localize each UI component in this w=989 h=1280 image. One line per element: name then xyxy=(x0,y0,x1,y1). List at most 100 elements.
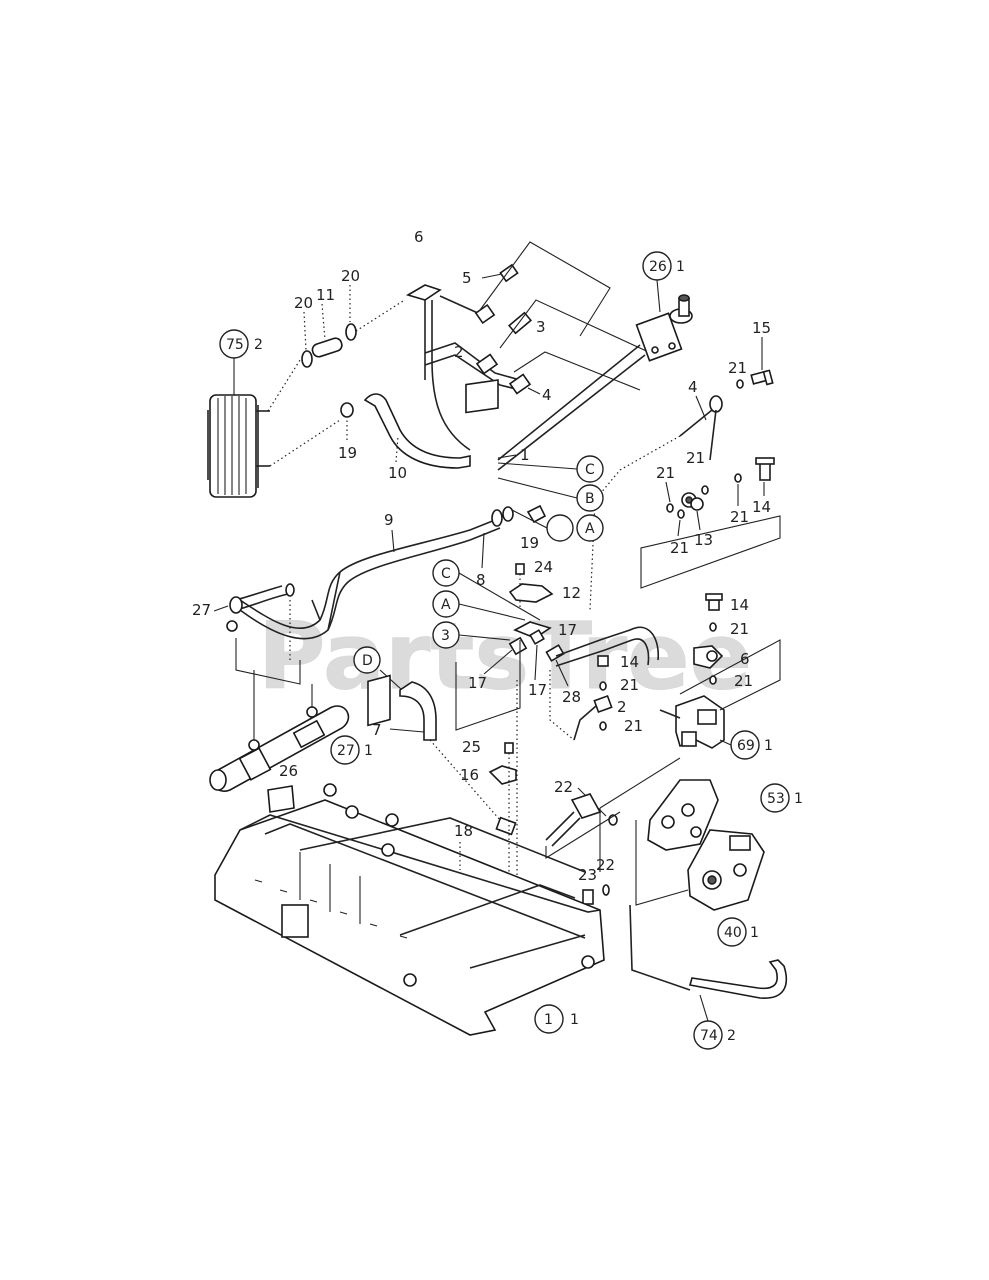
svg-text:D: D xyxy=(362,653,373,669)
label-28: 28 xyxy=(562,688,581,706)
frame-part[interactable] xyxy=(214,674,605,1036)
hose-11-part[interactable] xyxy=(267,300,404,412)
pipe-4-part[interactable] xyxy=(679,395,723,461)
connector-c-top[interactable]: C xyxy=(576,455,604,483)
label-13: 13 xyxy=(694,531,713,549)
label-14c: 14 xyxy=(620,653,639,671)
plate-26-part[interactable] xyxy=(267,785,295,813)
callout-27-1[interactable]: 27 1 xyxy=(330,735,373,765)
label-19a: 19 xyxy=(338,444,357,462)
callout-53-1-number: 53 xyxy=(767,791,785,807)
callout-1-1-number: 1 xyxy=(544,1012,553,1028)
fitting-13-part[interactable] xyxy=(666,485,709,519)
callout-74-2-number: 74 xyxy=(700,1028,718,1044)
callout-69-1-number: 69 xyxy=(737,738,755,754)
callout-40-1[interactable]: 40 1 xyxy=(717,917,759,947)
hose-74-2-part[interactable] xyxy=(629,904,788,999)
label-14a: 14 xyxy=(752,498,771,516)
clamp-12-part[interactable] xyxy=(508,583,554,603)
label-23: 23 xyxy=(578,866,597,884)
connector-3-mid[interactable]: 3 xyxy=(432,621,460,649)
clamp-16-part[interactable] xyxy=(488,765,517,785)
hose-17-part[interactable] xyxy=(508,621,565,662)
washer-21e-part[interactable] xyxy=(734,473,742,483)
fitting-hose-part[interactable] xyxy=(545,793,602,847)
connector-c-mid[interactable]: C xyxy=(432,559,460,587)
label-8: 8 xyxy=(476,571,486,589)
hose-10-part[interactable] xyxy=(269,393,471,469)
label-4-top: 4 xyxy=(542,386,552,404)
label-21a: 21 xyxy=(728,359,747,377)
hose-27-part[interactable] xyxy=(226,583,295,632)
connector-a-mid[interactable]: A xyxy=(432,590,460,618)
washer-21g-part[interactable] xyxy=(599,681,607,691)
callout-1-1[interactable]: 1 1 xyxy=(534,1004,579,1034)
label-27: 27 xyxy=(192,601,211,619)
svg-text:A: A xyxy=(585,521,595,537)
pump-53-1-part[interactable] xyxy=(647,779,719,851)
callout-27-1-number: 27 xyxy=(337,743,355,759)
washer-22b-part[interactable] xyxy=(602,884,610,896)
label-21c: 21 xyxy=(656,464,675,482)
label-4-right: 4 xyxy=(688,378,698,396)
pipe-9-part[interactable] xyxy=(239,506,514,640)
label-26: 26 xyxy=(279,762,298,780)
label-17c: 17 xyxy=(528,681,547,699)
label-21d: 21 xyxy=(670,539,689,557)
valve-26-1-part[interactable] xyxy=(635,294,693,362)
connector-a-top[interactable]: A xyxy=(546,514,604,542)
cylinder-27-1-part[interactable] xyxy=(209,705,350,792)
oil-cooler-part[interactable] xyxy=(207,394,270,498)
label-25: 25 xyxy=(462,738,481,756)
connector-b-top[interactable]: B xyxy=(576,484,604,512)
label-10: 10 xyxy=(388,464,407,482)
label-18: 18 xyxy=(454,822,473,840)
bolt-23-part[interactable] xyxy=(582,889,594,905)
fitting-3-part[interactable] xyxy=(507,311,533,335)
fitting-4-part[interactable] xyxy=(508,373,532,395)
connector-d[interactable]: D xyxy=(353,646,381,674)
fitting-group-outline xyxy=(640,515,781,589)
fitting-2r-part[interactable] xyxy=(593,694,613,714)
label-22a: 22 xyxy=(554,778,573,796)
callout-75-2-number: 75 xyxy=(226,337,244,353)
label-19b: 19 xyxy=(520,534,539,552)
svg-text:C: C xyxy=(441,566,451,582)
fitting-5-part[interactable] xyxy=(474,263,519,325)
label-2-right: 2 xyxy=(617,698,627,716)
label-7: 7 xyxy=(372,721,382,739)
callout-26-1[interactable]: 26 1 xyxy=(642,251,685,313)
fitting-2-part[interactable] xyxy=(475,353,499,375)
washer-21i-part[interactable] xyxy=(599,721,607,731)
pipe-assembly-6-part[interactable] xyxy=(406,284,646,471)
callout-40-1-number: 40 xyxy=(724,925,742,941)
callout-74-2[interactable]: 74 2 xyxy=(693,994,736,1050)
washer-21f-part[interactable] xyxy=(709,622,717,632)
fitting-6r-part[interactable] xyxy=(693,645,724,669)
control-valve-69-1-part[interactable] xyxy=(659,695,725,749)
label-2-top: 2 xyxy=(454,343,464,361)
label-5: 5 xyxy=(462,269,472,287)
label-20a: 20 xyxy=(294,294,313,312)
callout-53-1-suffix: 1 xyxy=(794,791,803,807)
label-6-top: 6 xyxy=(414,228,424,246)
bolt-14b-part[interactable] xyxy=(705,593,723,611)
callout-26-1-number: 26 xyxy=(649,259,667,275)
label-20b: 20 xyxy=(341,267,360,285)
bolt-14a-part[interactable] xyxy=(755,457,775,481)
label-17b: 17 xyxy=(468,674,487,692)
clamp-19b-part[interactable] xyxy=(526,504,547,524)
callout-53-1[interactable]: 53 1 xyxy=(760,783,803,813)
hose-7-part[interactable] xyxy=(399,681,517,836)
bolt-14c-part[interactable] xyxy=(597,655,609,667)
label-21b: 21 xyxy=(686,449,705,467)
svg-text:A: A xyxy=(441,597,451,613)
pump-40-1-part[interactable] xyxy=(687,829,765,911)
svg-text:C: C xyxy=(585,462,595,478)
bolt-15-part[interactable] xyxy=(750,369,774,386)
callout-75-2[interactable]: 75 2 xyxy=(219,329,263,395)
callout-69-1[interactable]: 69 1 xyxy=(719,730,773,760)
bolt-25-part[interactable] xyxy=(504,742,514,754)
callout-75-2-suffix: 2 xyxy=(254,337,263,353)
washer-21a-part[interactable] xyxy=(736,379,744,389)
